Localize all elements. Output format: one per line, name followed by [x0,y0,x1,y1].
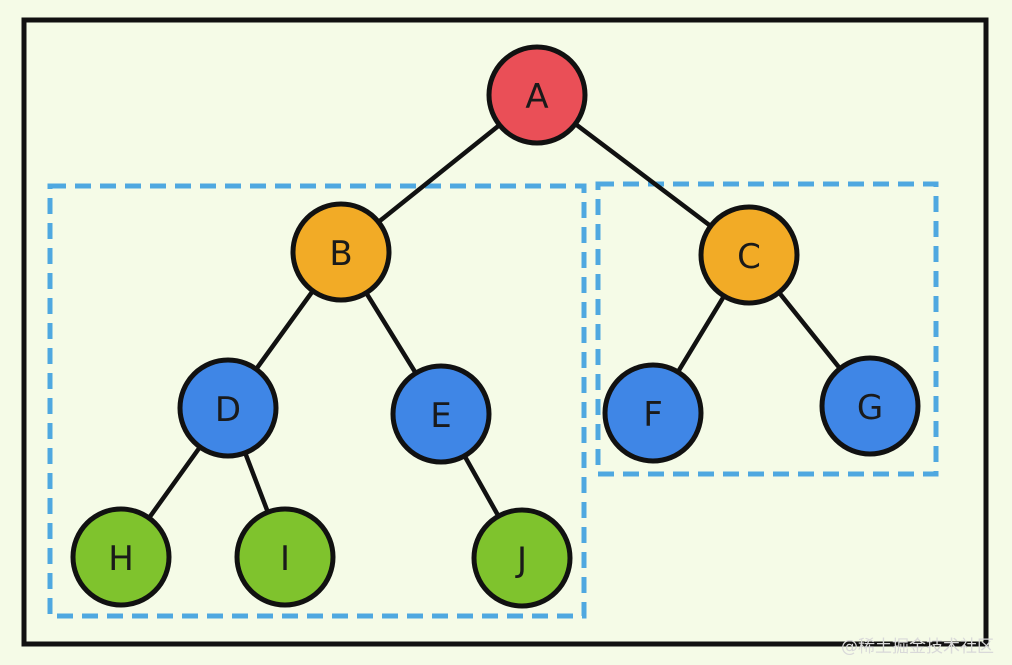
node-circle-h [70,506,172,608]
node-circle-c [698,204,800,306]
node-e: E [390,363,492,465]
node-label-h: H [108,539,134,579]
node-circle-f [602,362,704,464]
node-label-d: D [215,390,241,430]
node-label-g: G [857,388,883,428]
node-label-a: A [525,77,548,117]
node-label-j: J [515,540,527,580]
right-subtree-box [595,181,939,477]
node-label-f: F [643,395,663,435]
left-subtree-box [47,183,587,619]
node-i: I [234,506,336,608]
node-circle-g [819,355,921,457]
node-b: B [290,201,392,303]
node-h: H [70,506,172,608]
watermark: @稀土掘金技术社区 [841,637,994,657]
node-c: C [698,204,800,306]
node-circle-i [234,506,336,608]
node-label-i: I [280,539,290,579]
node-circle-a [486,44,588,146]
node-label-b: B [329,234,352,274]
node-g: G [819,355,921,457]
node-circle-j [471,507,573,609]
node-j: J [471,507,573,609]
tree-edges [118,92,873,561]
node-circle-b [290,201,392,303]
node-circle-e [390,363,492,465]
tree-nodes: A B C D E F G H I J [70,44,921,609]
node-a: A [486,44,588,146]
node-circle-d [177,357,279,459]
node-d: D [177,357,279,459]
outer-frame [21,17,989,647]
node-label-c: C [737,237,761,277]
node-f: F [602,362,704,464]
node-label-e: E [430,396,451,436]
